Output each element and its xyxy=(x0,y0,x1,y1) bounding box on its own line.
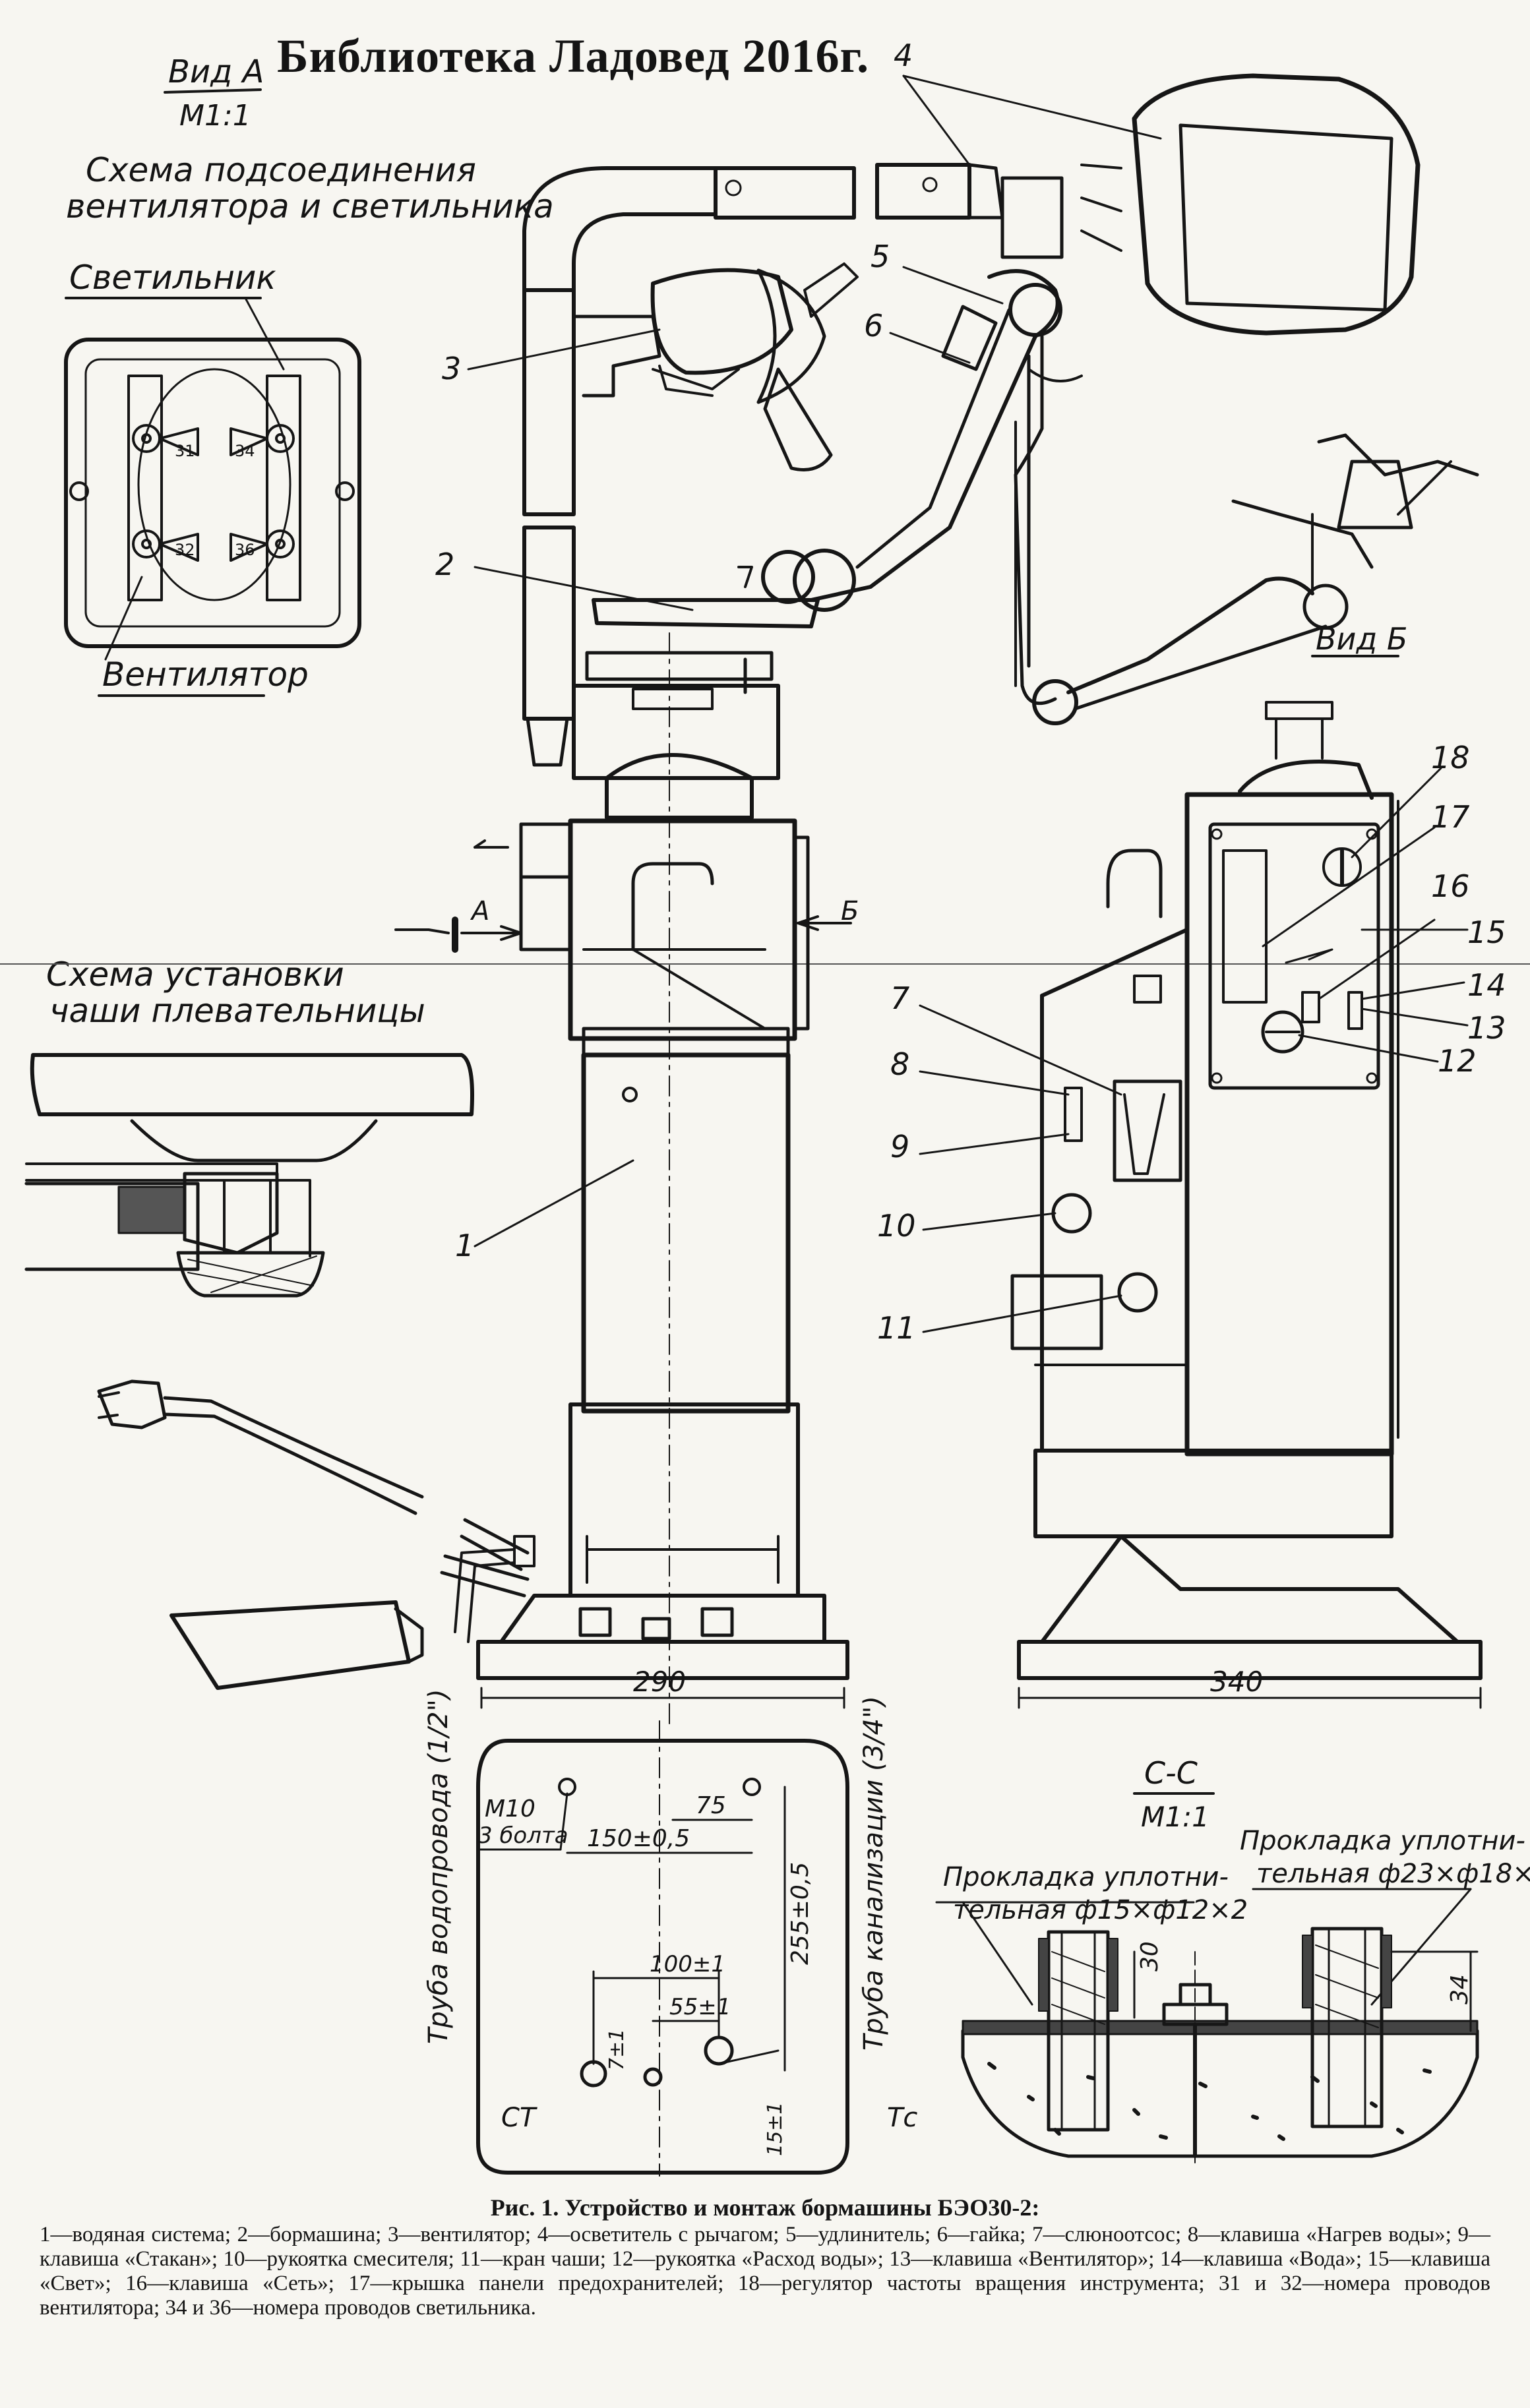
callout-5: 5 xyxy=(871,239,890,274)
dim-15: 15±1 xyxy=(764,2102,787,2156)
arrow-b: Б xyxy=(841,896,859,926)
power-cord-and-pedal xyxy=(97,1379,536,1690)
callout-11: 11 xyxy=(877,1310,916,1346)
dim-150: 150±0,5 xyxy=(587,1825,690,1852)
callout-2: 2 xyxy=(435,547,454,582)
gasket-left-line1: Прокладка уплотни- xyxy=(943,1862,1229,1892)
spittoon-title-line2: чаши плевательницы xyxy=(49,992,425,1030)
main-unit: 4 3 5 6 2 xyxy=(394,38,1421,1728)
dim-34: 34 xyxy=(1446,1974,1473,2004)
bolt-count: 3 болта xyxy=(478,1822,568,1849)
dim-base-width: 290 xyxy=(633,1666,686,1698)
callout-4: 4 xyxy=(894,38,913,73)
dim-255: 255±0,5 xyxy=(787,1862,814,1965)
pipe-water-label: Труба водопровода (1/2") xyxy=(423,1689,454,2045)
dim-55: 55±1 xyxy=(669,1994,731,2020)
figure-caption: Рис. 1. Устройство и монтаж бормашины БЭ… xyxy=(40,2196,1490,2320)
dim-7: 7±1 xyxy=(605,2029,628,2070)
callout-3: 3 xyxy=(442,351,461,386)
callout-18: 18 xyxy=(1431,740,1470,775)
dim-30: 30 xyxy=(1136,1941,1163,1972)
callout-12: 12 xyxy=(1438,1043,1477,1079)
mounting-plan: Труба водопровода (1/2") Труба канализац… xyxy=(423,1689,917,2177)
callout-14: 14 xyxy=(1467,967,1506,1003)
callout-9: 9 xyxy=(890,1129,909,1164)
terminal-31: 31 xyxy=(175,442,195,460)
callout-17: 17 xyxy=(1431,799,1470,835)
lamp-label: Светильник xyxy=(69,258,276,297)
view-a-scale: М1:1 xyxy=(179,99,251,133)
view-a-title: Вид А xyxy=(168,53,264,90)
caption-title: Рис. 1. Устройство и монтаж бормашины БЭ… xyxy=(490,2194,1040,2221)
callout-1: 1 xyxy=(455,1228,474,1263)
section-title: С-С xyxy=(1144,1755,1198,1791)
wiring-title-line2: вентилятора и светильника xyxy=(66,187,554,226)
callout-15: 15 xyxy=(1467,915,1506,950)
pipe-sewer-label: Труба канализации (3/4") xyxy=(859,1696,889,2051)
view-b-label: Вид Б xyxy=(1316,621,1407,657)
terminal-32: 32 xyxy=(175,541,195,559)
terminal-36: 36 xyxy=(235,541,255,559)
mark-hot: Тс xyxy=(887,2103,917,2133)
gasket-left-line2: тельная ф15×ф12×2 xyxy=(953,1895,1248,1925)
arrow-a: А xyxy=(470,896,489,926)
section-c-c: С-С М1:1 Прокладка уплотни- тельная ф23×… xyxy=(935,1755,1530,2163)
dim-view-b-width: 340 xyxy=(1210,1666,1263,1698)
gasket-right-line1: Прокладка уплотни- xyxy=(1240,1826,1525,1856)
wiring-title-line1: Схема подсоединения xyxy=(86,151,476,189)
section-scale: М1:1 xyxy=(1141,1801,1209,1833)
view-a-wiring-scheme: Вид А М1:1 Схема подсоединения вентилято… xyxy=(64,53,554,697)
page-title: Библиотека Ладовед 2016г. xyxy=(277,30,870,82)
callout-8: 8 xyxy=(890,1046,909,1082)
terminal-34: 34 xyxy=(235,442,255,460)
gasket-right-line2: тельная ф23×ф18×2 xyxy=(1256,1859,1530,1889)
bolt-size: М10 xyxy=(485,1795,536,1822)
callout-7: 7 xyxy=(890,980,909,1016)
callout-6: 6 xyxy=(864,308,883,344)
dim-100: 100±1 xyxy=(650,1951,725,1977)
mark-cold: СТ xyxy=(501,2103,538,2133)
wiring-plate xyxy=(64,338,361,648)
spittoon-title-line1: Схема установки xyxy=(46,955,344,994)
fan-label: Вентилятор xyxy=(102,655,309,694)
callout-16: 16 xyxy=(1431,868,1470,904)
callout-10: 10 xyxy=(877,1208,916,1244)
callout-13: 13 xyxy=(1467,1010,1506,1046)
dim-75: 75 xyxy=(696,1792,726,1819)
view-b: Вид Б 340 xyxy=(877,354,1506,1709)
spittoon-scheme: Схема установки чаши плевательницы xyxy=(0,955,1530,1298)
technical-drawing: Вид А М1:1 Схема подсоединения вентилято… xyxy=(0,38,1530,2177)
caption-body: 1—водяная система; 2—бормашина; 3—вентил… xyxy=(40,2223,1490,2320)
